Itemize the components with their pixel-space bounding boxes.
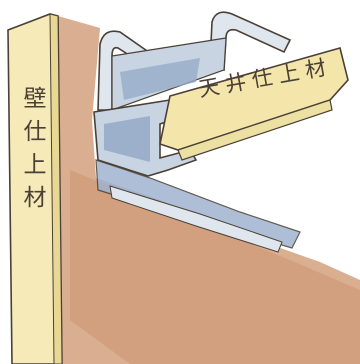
- metal-top-shadow: [120, 58, 200, 100]
- metal-hook-right: [209, 11, 292, 72]
- metal-body-shadow: [104, 116, 150, 162]
- wall-surface-shade: [70, 170, 360, 364]
- underside-channel-light: [109, 185, 283, 253]
- ceiling-board-underside: [177, 99, 333, 161]
- wall-finish-label: 壁仕上材: [19, 86, 45, 218]
- wall-board-edge: [49, 13, 63, 364]
- wall-surface: [58, 16, 360, 364]
